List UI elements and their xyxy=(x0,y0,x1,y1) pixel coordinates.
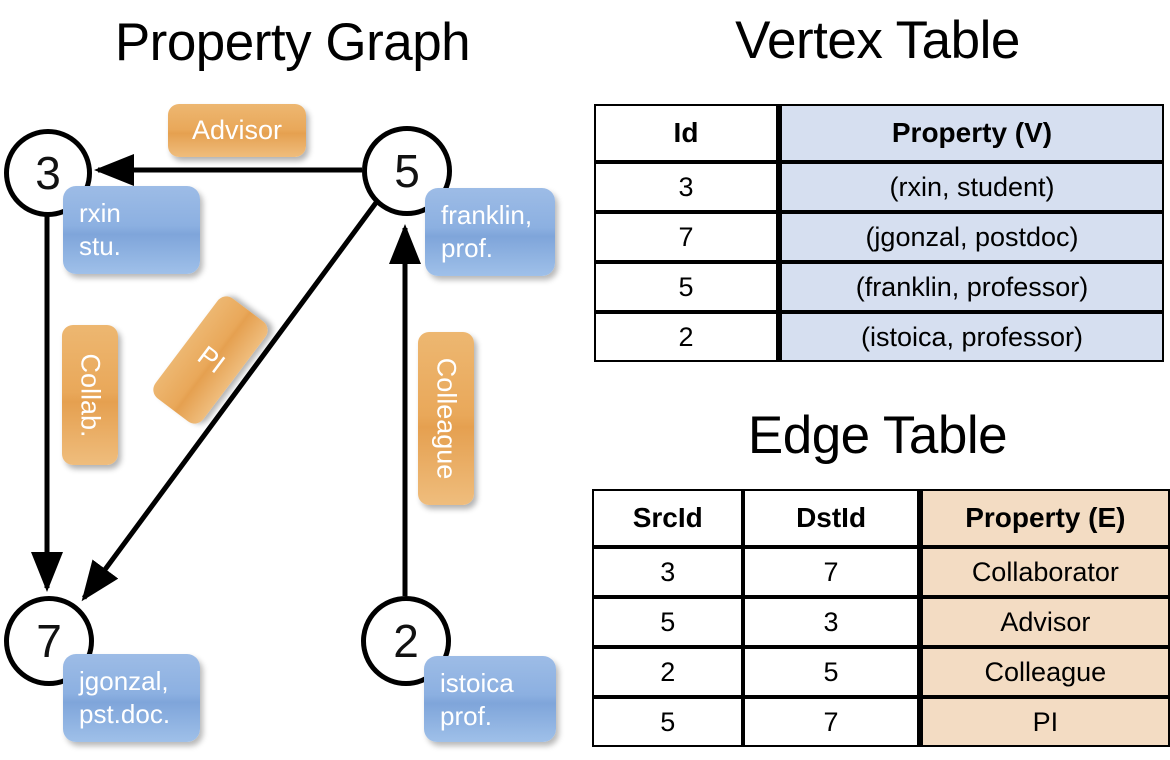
vertex-property-5-line2: prof. xyxy=(441,232,494,263)
edge-cell-srcid: 5 xyxy=(592,697,744,747)
vertex-property-2-line1: istoica xyxy=(440,668,514,698)
edge-label-advisor: Advisor xyxy=(168,104,306,157)
table-row[interactable]: 2 (istoica, professor) xyxy=(594,312,1164,362)
vertex-property-bubble-2: istoica prof. xyxy=(424,656,556,742)
edge-cell-srcid: 3 xyxy=(592,547,744,597)
vertex-table: Id Property (V) 3 (rxin, student) 7 (jgo… xyxy=(594,104,1164,362)
vertex-node-7-label: 7 xyxy=(36,615,62,667)
vertex-property-bubble-7: jgonzal, pst.doc. xyxy=(63,654,200,742)
table-row[interactable]: 5 7 PI xyxy=(592,697,1170,747)
vertex-table-header-row: Id Property (V) xyxy=(594,104,1164,162)
edge-label-advisor-text: Advisor xyxy=(191,115,283,145)
edge-cell-property: Collaborator xyxy=(918,547,1170,597)
vertex-property-2-line2: prof. xyxy=(440,700,493,731)
vertex-cell-id: 2 xyxy=(594,312,778,362)
table-row[interactable]: 3 7 Collaborator xyxy=(592,547,1170,597)
vertex-property-7-line1: jgonzal, xyxy=(79,666,169,696)
edge-label-pi-text: PI xyxy=(191,339,231,380)
table-row[interactable]: 5 3 Advisor xyxy=(592,597,1170,647)
edge-table-header-row: SrcId DstId Property (E) xyxy=(592,489,1170,547)
edge-5-to-7 xyxy=(81,198,381,602)
vertex-property-5-line1: franklin, xyxy=(441,200,533,230)
edge-cell-srcid: 2 xyxy=(592,647,744,697)
vertex-cell-property: (franklin, professor) xyxy=(778,262,1164,312)
edge-cell-dstid: 7 xyxy=(743,697,919,747)
edge-label-colleague-text: Colleague xyxy=(431,357,462,480)
vertex-node-3-label: 3 xyxy=(35,147,61,199)
edge-table-header-srcid: SrcId xyxy=(592,489,744,547)
edge-cell-srcid: 5 xyxy=(592,597,744,647)
edge-label-collab-text: Collab. xyxy=(75,352,106,438)
edge-cell-dstid: 7 xyxy=(743,547,919,597)
vertex-cell-property: (rxin, student) xyxy=(778,162,1164,212)
vertex-cell-id: 7 xyxy=(594,212,778,262)
vertex-property-7-line2: pst.doc. xyxy=(79,698,171,729)
page-title-property-graph: Property Graph xyxy=(114,13,471,72)
edge-table: SrcId DstId Property (E) 3 7 Collaborato… xyxy=(592,489,1170,747)
vertex-property-3-line1: rxin xyxy=(79,198,121,228)
vertex-property-bubble-5: franklin, prof. xyxy=(425,188,555,276)
edge-cell-dstid: 3 xyxy=(743,597,919,647)
edge-label-colleague: Colleague xyxy=(418,332,474,505)
table-row[interactable]: 7 (jgonzal, postdoc) xyxy=(594,212,1164,262)
vertex-cell-property: (istoica, professor) xyxy=(778,312,1164,362)
table-row[interactable]: 2 5 Colleague xyxy=(592,647,1170,697)
edge-label-collab: Collab. xyxy=(62,325,118,465)
edge-table-header-property: Property (E) xyxy=(918,489,1170,547)
vertex-node-5[interactable]: 5 xyxy=(362,126,452,216)
edge-cell-dstid: 5 xyxy=(743,647,919,697)
page-title-edge-table: Edge Table xyxy=(747,406,1008,465)
vertex-cell-property: (jgonzal, postdoc) xyxy=(778,212,1164,262)
vertex-table-header-property: Property (V) xyxy=(778,104,1164,162)
edge-cell-property: Advisor xyxy=(918,597,1170,647)
edge-cell-property: Colleague xyxy=(918,647,1170,697)
vertex-node-2[interactable]: 2 xyxy=(361,596,451,686)
vertex-node-5-label: 5 xyxy=(394,145,420,197)
vertex-property-3-line2: stu. xyxy=(79,230,121,261)
vertex-cell-id: 5 xyxy=(594,262,778,312)
table-row[interactable]: 3 (rxin, student) xyxy=(594,162,1164,212)
page-title-vertex-table: Vertex Table xyxy=(735,11,1020,70)
edge-cell-property: PI xyxy=(918,697,1170,747)
vertex-property-bubble-3: rxin stu. xyxy=(63,186,200,274)
vertex-table-header-id: Id xyxy=(594,104,778,162)
vertex-cell-id: 3 xyxy=(594,162,778,212)
edge-table-header-dstid: DstId xyxy=(743,489,919,547)
graph-edge-arrows xyxy=(31,154,421,602)
vertex-node-2-label: 2 xyxy=(393,615,419,667)
table-row[interactable]: 5 (franklin, professor) xyxy=(594,262,1164,312)
